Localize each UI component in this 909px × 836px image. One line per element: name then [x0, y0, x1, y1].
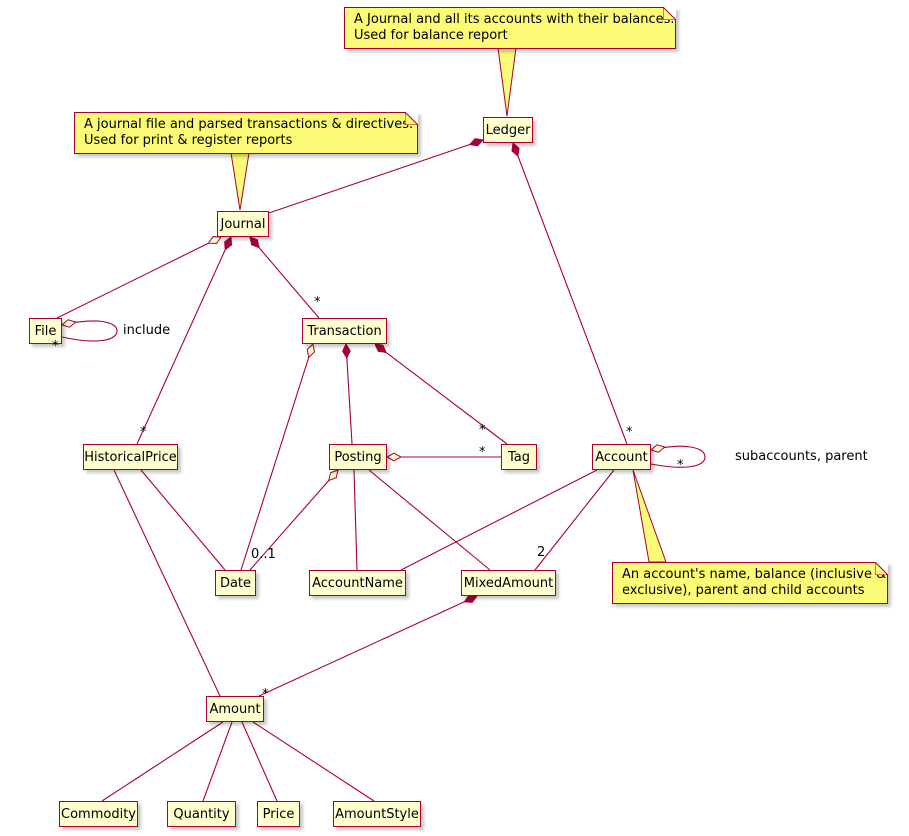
class-box-date: Date [215, 570, 256, 596]
edge-label-subaccounts-parent: subaccounts, parent [735, 449, 868, 464]
class-box-posting: Posting [329, 444, 387, 470]
class-name-label: Posting [334, 449, 382, 465]
class-name-label: Date [219, 575, 252, 591]
class-name-label: Price [262, 806, 295, 822]
class-box-transaction: Transaction [302, 318, 387, 344]
edge-journal-historicalprice [136, 237, 231, 445]
note-fold-icon [663, 7, 676, 20]
edge-historicalprice-amount [113, 469, 221, 697]
edge-ledger-journal [265, 140, 483, 215]
multiplicity-journal-transaction: * [314, 295, 321, 310]
class-box-ledger: Ledger [483, 117, 533, 143]
multiplicity-posting-tag: * [479, 445, 486, 460]
edge-journal-transaction [250, 237, 320, 319]
edge-posting-mixedamount [368, 469, 491, 571]
note-line: Used for balance report [354, 28, 508, 43]
class-box-account: Account [592, 444, 651, 470]
edge-transaction-tag [375, 344, 508, 445]
note-fold-icon [405, 112, 418, 125]
class-box-amountstyle: AmountStyle [333, 801, 421, 827]
class-name-label: Tag [507, 449, 530, 465]
edge-transaction-posting [346, 344, 353, 445]
class-name-label: AmountStyle [335, 806, 419, 822]
edge-ledger-account [513, 143, 628, 445]
note-pointer-account [632, 469, 667, 563]
class-name-label: AccountName [312, 575, 403, 591]
edge-historicalprice-date [140, 469, 226, 571]
note-line: A Journal and all its accounts with thei… [354, 12, 675, 27]
class-name-label: Transaction [307, 323, 382, 339]
class-name-label: Journal [220, 216, 266, 232]
multiplicity-account-mixedamount: 2 [537, 545, 546, 560]
edge-label-include: include [123, 323, 171, 338]
edge-posting-accountname [353, 469, 358, 571]
edge-mixedamount-amount [258, 596, 477, 697]
multiplicity-mixedamount-amount: * [262, 687, 269, 702]
note-pointer-journal [230, 152, 250, 211]
class-box-accountname: AccountName [309, 570, 406, 596]
class-box-tag: Tag [501, 444, 537, 470]
edge-amount-quantity [202, 721, 233, 802]
note-line: An account's name, balance (inclusive & [622, 567, 887, 582]
class-box-file: File [29, 318, 62, 344]
note-pointer-ledger [497, 47, 517, 117]
class-box-mixedamount: MixedAmount [461, 570, 556, 596]
edge-posting-date [249, 470, 338, 571]
edge-account-mixedamount [534, 469, 615, 571]
class-box-commodity: Commodity [59, 801, 138, 827]
edge-amount-amountstyle [252, 721, 375, 802]
edge-amount-price [241, 721, 278, 802]
class-name-label: Quantity [173, 806, 230, 822]
edge-account-self-loop [651, 446, 706, 468]
edge-amount-commodity [101, 721, 224, 802]
note-fold-icon [875, 562, 888, 575]
note-account: An account's name, balance (inclusive & … [612, 562, 888, 604]
edge-account-accountname [400, 469, 598, 571]
class-box-price: Price [257, 801, 300, 827]
class-box-journal: Journal [217, 211, 269, 237]
multiplicity-posting-date: 0..1 [251, 547, 276, 562]
multiplicity-account-self: * [677, 458, 684, 473]
edge-journal-file [56, 237, 221, 319]
edge-file-include-self-loop [62, 321, 118, 342]
note-line: A journal file and parsed transactions &… [84, 117, 414, 132]
multiplicity-journal-historicalprice: * [140, 425, 147, 440]
multiplicity-ledger-account: * [626, 425, 633, 440]
class-name-label: Account [595, 449, 648, 465]
class-box-historicalprice: HistoricalPrice [83, 444, 178, 470]
class-name-label: Commodity [61, 806, 136, 822]
note-line: Used for print & register reports [84, 133, 293, 148]
class-name-label: Ledger [485, 122, 531, 138]
multiplicity-file-include: * [52, 339, 59, 354]
note-line: exclusive), parent and child accounts [622, 583, 865, 598]
class-name-label: Amount [209, 701, 261, 717]
class-name-label: HistoricalPrice [84, 449, 177, 465]
class-name-label: MixedAmount [463, 575, 554, 591]
class-box-amount: Amount [206, 696, 264, 722]
class-name-label: File [34, 323, 57, 339]
edge-transaction-date [240, 344, 313, 571]
note-journal: A journal file and parsed transactions &… [74, 112, 418, 154]
class-box-quantity: Quantity [167, 801, 236, 827]
note-ledger: A Journal and all its accounts with thei… [344, 7, 676, 49]
multiplicity-transaction-tag: * [479, 423, 486, 438]
